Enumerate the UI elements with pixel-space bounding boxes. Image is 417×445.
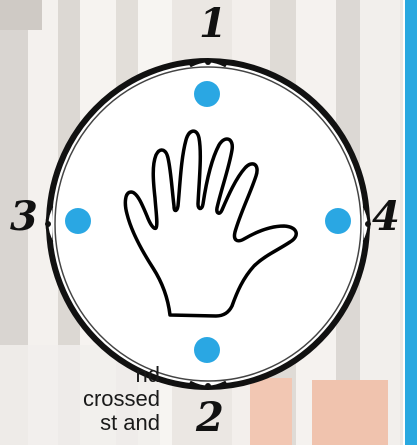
accent-stripe [405, 0, 417, 445]
dot-left [65, 208, 91, 234]
caption-line-2: crossed [0, 387, 160, 411]
label-right: 4 [372, 197, 400, 237]
label-left: 3 [10, 197, 38, 237]
label-bottom: 2 [196, 398, 224, 438]
caption-fragment: nd crossed st and [0, 363, 160, 435]
dot-bottom [194, 337, 220, 363]
caption-line-3: st and [0, 411, 160, 435]
caption-line-1: nd [0, 363, 160, 387]
accent-stripe-edge [403, 0, 405, 445]
dot-right [325, 208, 351, 234]
dot-top [194, 81, 220, 107]
label-top: 1 [199, 4, 227, 44]
